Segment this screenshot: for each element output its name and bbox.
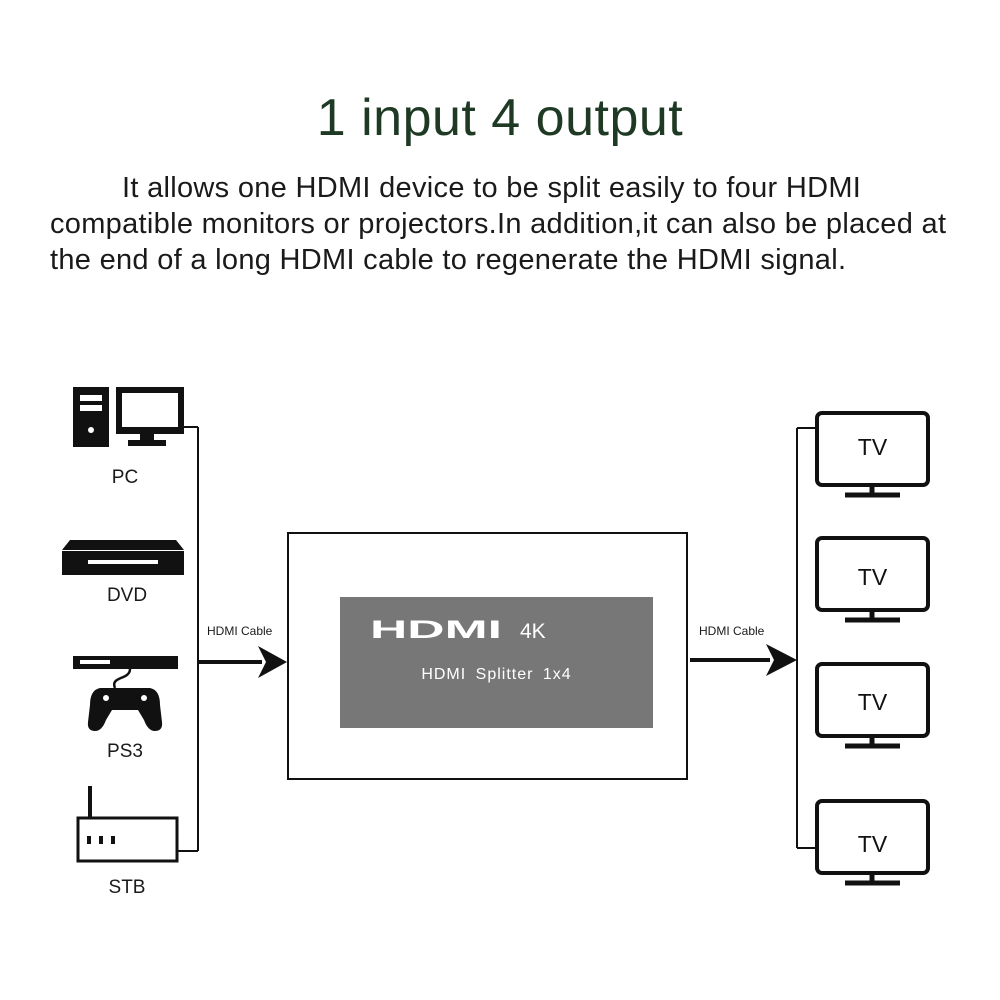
tv-icon: [815, 662, 930, 749]
splitter-model-name: HDMI Splitter 1x4: [421, 666, 572, 683]
tv-icon: [815, 536, 930, 623]
input-bus-lines: [177, 426, 199, 852]
output-bus-lines: [796, 427, 815, 849]
hdmi-logo-text: HDMI: [370, 618, 502, 642]
tv-icon: [815, 799, 930, 886]
output-label-tv-4: TV: [857, 831, 888, 857]
tv-icon: [815, 411, 930, 498]
hdmi-logo: HDMI: [370, 618, 502, 642]
description: It allows one HDMI device to be split ea…: [50, 170, 970, 278]
headline: 1 input 4 output: [316, 89, 684, 147]
output-label-tv-3: TV: [857, 689, 888, 715]
splitter-front-panel: [340, 597, 653, 728]
input-cable-label: HDMI Cable: [207, 624, 273, 638]
output-arrow: [690, 644, 797, 676]
dvd-player-icon: [62, 540, 184, 575]
output-label-tv-2: TV: [857, 564, 888, 590]
source-label-pc: PC: [111, 467, 139, 488]
source-label-ps3: PS3: [107, 741, 143, 762]
pc-icon: [73, 387, 184, 447]
logo-suffix: 4K: [520, 620, 546, 643]
output-label-tv-1: TV: [857, 434, 888, 460]
input-arrow: [198, 646, 287, 678]
game-console-icon: [73, 656, 178, 731]
description-text: It allows one HDMI device to be split ea…: [50, 172, 947, 276]
output-cable-label: HDMI Cable: [699, 624, 765, 638]
set-top-box-icon: [76, 786, 179, 863]
source-label-dvd: DVD: [106, 585, 148, 606]
source-label-stb: STB: [108, 877, 146, 898]
